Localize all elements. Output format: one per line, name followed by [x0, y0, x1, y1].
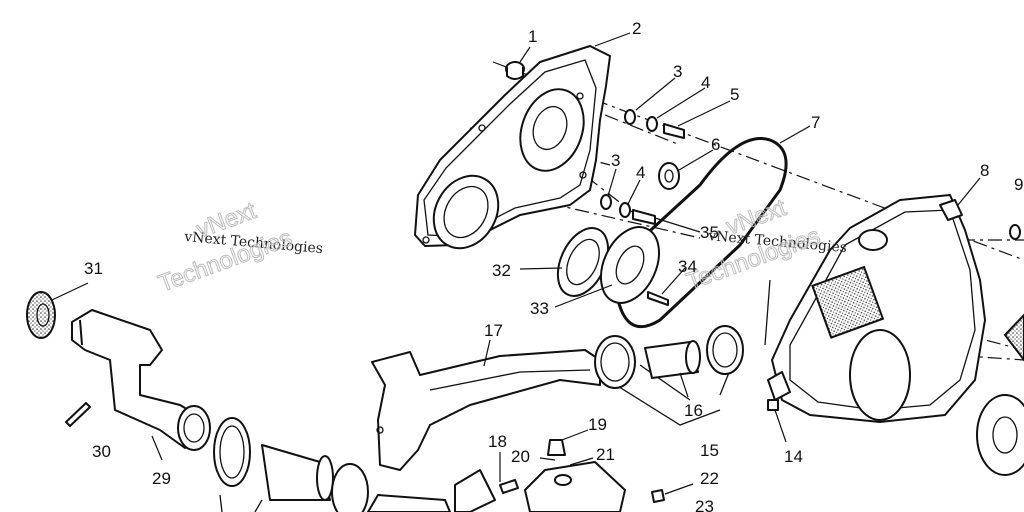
callout-3-lower: 3: [611, 151, 620, 170]
callout-2: 2: [632, 19, 641, 38]
callout-3-upper: 3: [673, 62, 682, 81]
washers-bolt-upper: [624, 109, 685, 190]
intake-duct-29: [71, 309, 211, 451]
callout-31: 31: [84, 259, 103, 278]
callout-4-upper: 4: [701, 73, 710, 92]
callout-32: 32: [492, 261, 511, 280]
dowel-pin: [505, 61, 525, 80]
callout-20: 20: [511, 447, 530, 466]
callout-30: 30: [92, 442, 111, 461]
callout-6: 6: [711, 135, 720, 154]
callout-9: 9: [1014, 175, 1023, 194]
callout-19: 19: [588, 415, 607, 434]
callout-leaders: [51, 32, 981, 495]
callout-23: 23: [695, 497, 714, 512]
callout-16: 16: [684, 401, 703, 420]
screw-30: [65, 402, 91, 427]
callout-5: 5: [730, 85, 739, 104]
washers-bolt-lower: [600, 194, 656, 225]
callout-15: 15: [700, 441, 719, 460]
callout-7: 7: [811, 113, 820, 132]
callout-8: 8: [980, 161, 989, 180]
clamps-hose-15-16: [594, 325, 744, 389]
callout-22: 22: [700, 469, 719, 488]
seal-and-bearing: [556, 226, 669, 306]
callout-17: 17: [484, 321, 503, 340]
duct-17: [371, 349, 601, 471]
right-edge-parts: [976, 224, 1024, 476]
bottom-centre-parts: [454, 439, 665, 512]
callout-34: 34: [678, 257, 697, 276]
inner-cover-plate: [414, 45, 611, 250]
callout-33: 33: [530, 299, 549, 318]
outer-cover: [767, 194, 986, 423]
seal-31: [26, 291, 56, 339]
callout-21: 21: [596, 445, 615, 464]
callout-numbers: 1 2 3 4 5 6 7 3 4 35 8 9 31 32 33 34 17 …: [84, 19, 1023, 512]
callout-35: 35: [700, 223, 719, 242]
lower-left-hose: [213, 417, 451, 512]
callout-1: 1: [528, 27, 537, 46]
drive-belt: [616, 137, 788, 329]
callout-29: 29: [152, 469, 171, 488]
callout-14: 14: [784, 447, 803, 466]
callout-4-lower: 4: [636, 163, 645, 182]
callout-18: 18: [488, 432, 507, 451]
